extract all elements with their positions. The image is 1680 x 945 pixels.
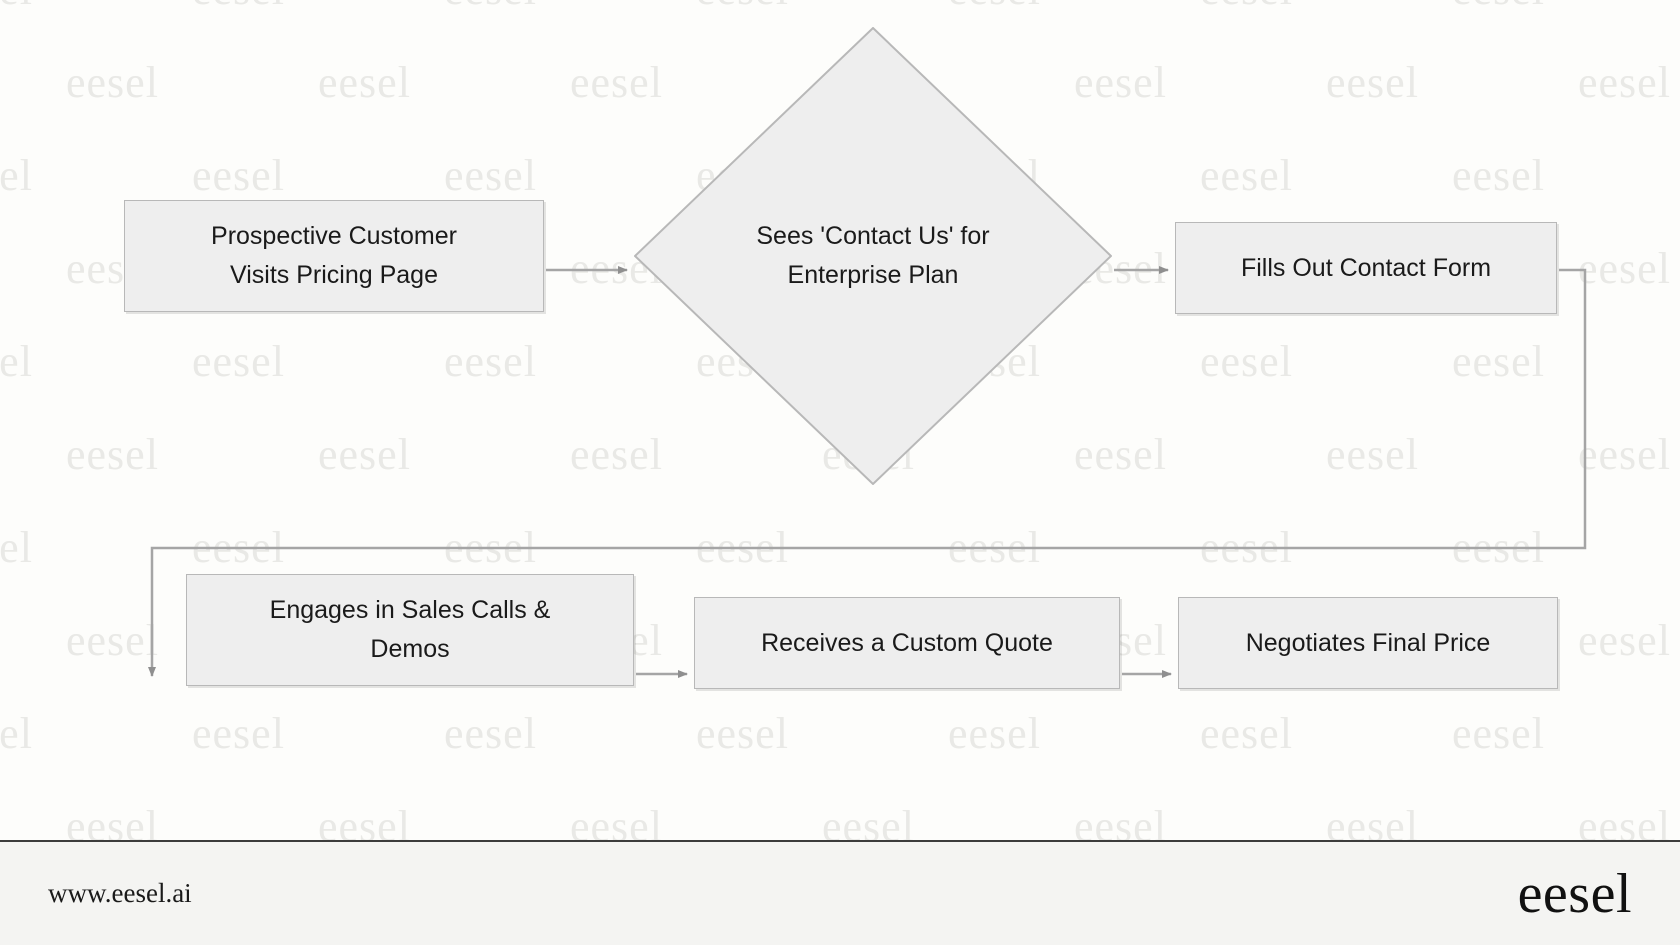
node-label-receives-custom-quote: Receives a Custom Quote bbox=[761, 628, 1053, 657]
node-negotiates-final-price[interactable]: Negotiates Final Price bbox=[1178, 597, 1558, 689]
node-label-sees-contact-us: Sees 'Contact Us' for Enterprise Plan bbox=[756, 222, 990, 289]
node-sees-contact-us[interactable]: Sees 'Contact Us' for Enterprise Plan bbox=[634, 27, 1112, 485]
diamond-shape bbox=[634, 27, 1112, 485]
eesel-logo: eesel bbox=[1517, 862, 1632, 925]
diagram-canvas: Prospective Customer Visits Pricing Page… bbox=[124, 27, 1587, 689]
footer-bar: www.eesel.ai eesel bbox=[0, 840, 1680, 945]
node-engages-sales-calls[interactable]: Engages in Sales Calls & Demos bbox=[186, 574, 634, 686]
node-visits-pricing-page[interactable]: Prospective Customer Visits Pricing Page bbox=[124, 200, 544, 312]
node-label-negotiates-final-price: Negotiates Final Price bbox=[1245, 628, 1491, 657]
edge-form-to-sales bbox=[148, 268, 1587, 677]
connector-layer bbox=[148, 266, 1587, 678]
node-label-visits-pricing-page: Prospective Customer Visits Pricing Page bbox=[211, 222, 457, 289]
node-receives-custom-quote[interactable]: Receives a Custom Quote bbox=[694, 597, 1120, 689]
footer-url[interactable]: www.eesel.ai bbox=[48, 878, 192, 908]
node-label-engages-sales-calls: Engages in Sales Calls & Demos bbox=[269, 596, 551, 663]
node-label-fills-out-contact-form: Fills Out Contact Form bbox=[1240, 253, 1492, 282]
node-fills-out-contact-form[interactable]: Fills Out Contact Form bbox=[1175, 222, 1557, 314]
